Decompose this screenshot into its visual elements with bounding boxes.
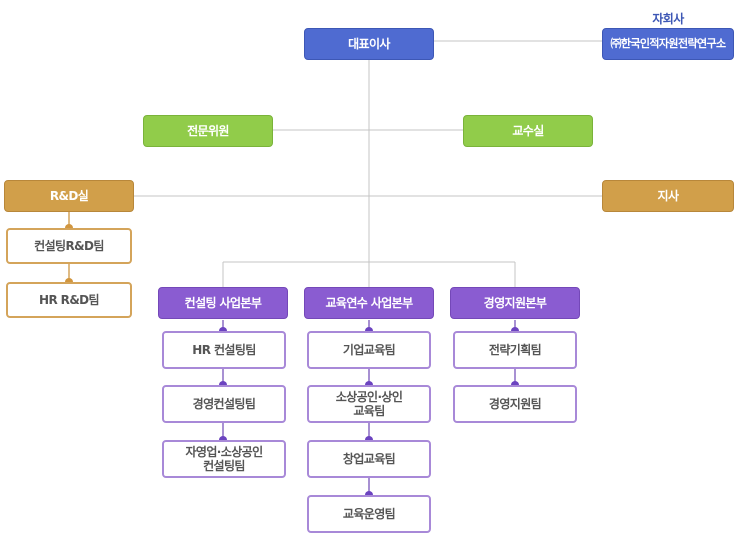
team-mgmt-consulting[interactable]: 경영컨설팅팀 bbox=[162, 385, 286, 423]
professors-box[interactable]: 교수실 bbox=[463, 115, 593, 147]
ceo-box[interactable]: 대표이사 bbox=[304, 28, 434, 60]
branch-label: 지사 bbox=[657, 189, 679, 203]
team-smb-consulting-line1: 자영업·소상공인 bbox=[185, 445, 263, 459]
team-startup-education[interactable]: 창업교육팀 bbox=[307, 440, 431, 478]
team-merchant-education-line2: 교육팀 bbox=[353, 404, 385, 418]
team-management-support[interactable]: 경영지원팀 bbox=[453, 385, 577, 423]
team-corporate-education-label: 기업교육팀 bbox=[342, 343, 396, 357]
team-strategy-planning[interactable]: 전략기획팀 bbox=[453, 331, 577, 369]
affiliate-name: ㈜한국인적자원전략연구소 bbox=[610, 37, 726, 50]
division-management[interactable]: 경영지원본부 bbox=[450, 287, 580, 319]
experts-box[interactable]: 전문위원 bbox=[143, 115, 273, 147]
experts-label: 전문위원 bbox=[187, 124, 229, 138]
team-education-operation-label: 교육운영팀 bbox=[342, 507, 396, 521]
team-smb-consulting[interactable]: 자영업·소상공인 컨설팅팀 bbox=[162, 440, 286, 478]
team-mgmt-consulting-label: 경영컨설팅팀 bbox=[192, 397, 256, 411]
rnd-label: R&D실 bbox=[49, 189, 89, 203]
division-education-label: 교육연수 사업본부 bbox=[325, 296, 413, 310]
team-merchant-education-line1: 소상공인·상인 bbox=[335, 390, 403, 404]
team-hr-consulting-label: HR 컨설팅팀 bbox=[192, 343, 256, 357]
team-startup-education-label: 창업교육팀 bbox=[342, 452, 396, 466]
rnd-box[interactable]: R&D실 bbox=[4, 180, 134, 212]
team-merchant-education[interactable]: 소상공인·상인 교육팀 bbox=[307, 385, 431, 423]
team-smb-consulting-line2: 컨설팅팀 bbox=[203, 459, 245, 473]
affiliate-box[interactable]: ㈜한국인적자원전략연구소 bbox=[602, 28, 734, 60]
rnd-hr-label: HR R&D팀 bbox=[39, 293, 100, 307]
division-consulting[interactable]: 컨설팅 사업본부 bbox=[158, 287, 288, 319]
rnd-hr-team[interactable]: HR R&D팀 bbox=[6, 282, 132, 318]
rnd-consulting-label: 컨설팅R&D팀 bbox=[34, 239, 104, 253]
team-strategy-planning-label: 전략기획팀 bbox=[488, 343, 542, 357]
branch-box[interactable]: 지사 bbox=[602, 180, 734, 212]
team-management-support-label: 경영지원팀 bbox=[488, 397, 542, 411]
ceo-label: 대표이사 bbox=[348, 37, 390, 51]
professors-label: 교수실 bbox=[512, 124, 544, 138]
affiliate-label: 자회사 bbox=[652, 12, 684, 26]
rnd-consulting-team[interactable]: 컨설팅R&D팀 bbox=[6, 228, 132, 264]
team-corporate-education[interactable]: 기업교육팀 bbox=[307, 331, 431, 369]
division-education[interactable]: 교육연수 사업본부 bbox=[304, 287, 434, 319]
division-consulting-label: 컨설팅 사업본부 bbox=[184, 296, 262, 310]
team-hr-consulting[interactable]: HR 컨설팅팀 bbox=[162, 331, 286, 369]
division-management-label: 경영지원본부 bbox=[483, 296, 547, 310]
team-education-operation[interactable]: 교육운영팀 bbox=[307, 495, 431, 533]
